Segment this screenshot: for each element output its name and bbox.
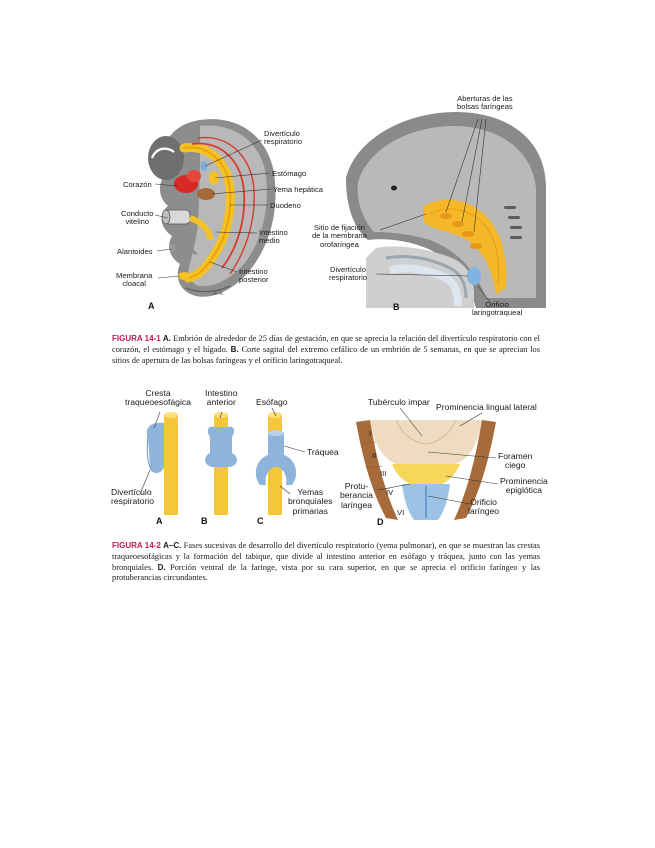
caption-14-2-key-d: D. bbox=[158, 563, 166, 572]
caption-14-2-key-ac: A–C. bbox=[163, 541, 181, 550]
caption-14-2-text-d: Porción ventral de la faringe, vista por… bbox=[112, 563, 540, 583]
caption-14-2-label: FIGURA 14-2 bbox=[112, 541, 161, 550]
caption-figure-14-2: FIGURA 14-2 A–C. Fases sucesivas de desa… bbox=[112, 541, 540, 584]
